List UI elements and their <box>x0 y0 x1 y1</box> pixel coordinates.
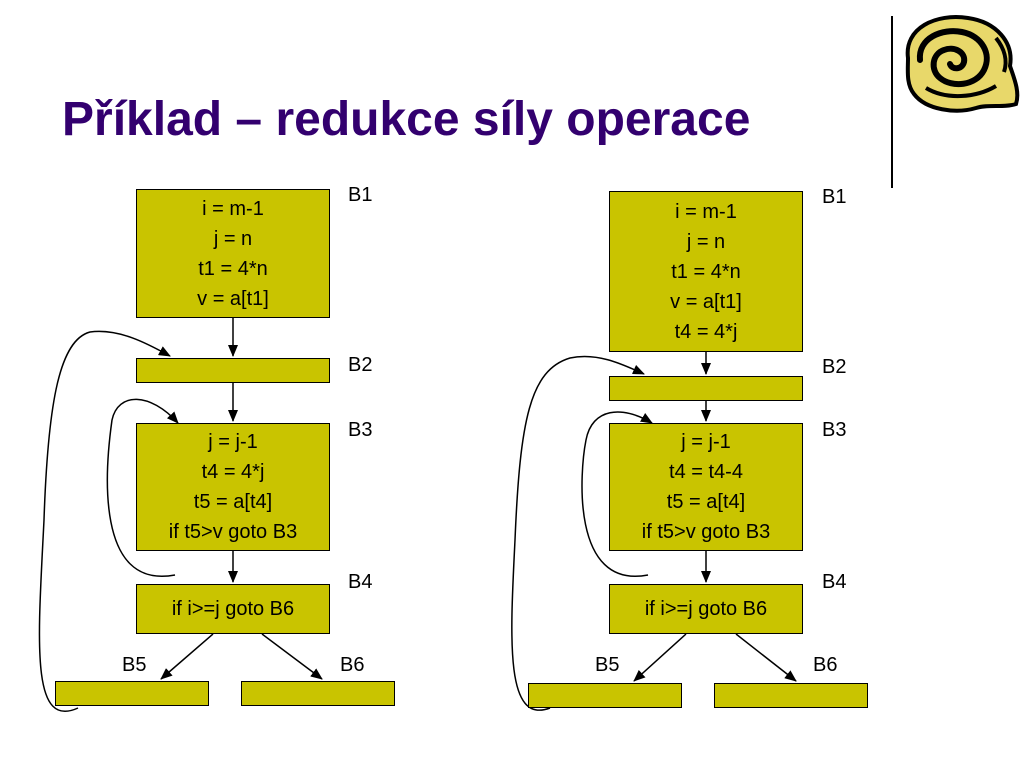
left-label-b2: B2 <box>348 354 373 376</box>
left-label-b4: B4 <box>348 571 373 593</box>
left-block-b2 <box>136 358 330 383</box>
right-label-b6: B6 <box>813 654 838 676</box>
right-block-b5 <box>528 683 682 708</box>
edge-b4-b6-right <box>735 633 797 682</box>
right-b1-line: v = a[t1] <box>670 290 742 313</box>
left-b3-line: t5 = a[t4] <box>193 491 273 513</box>
right-b1-line: t4 = 4*j <box>674 320 738 343</box>
right-b3-line: t5 = a[t4] <box>666 491 746 513</box>
left-label-b1: B1 <box>348 184 373 206</box>
right-b1-line: t1 = 4*n <box>671 260 741 283</box>
left-b1-line: i = m-1 <box>202 197 264 220</box>
page-title: Příklad – redukce síly operace <box>62 93 751 146</box>
right-label-b5: B5 <box>595 654 620 676</box>
right-b3-line: if t5>v goto B3 <box>641 521 771 543</box>
edge-b4-b6 <box>261 633 323 680</box>
left-b1-line: t1 = 4*n <box>198 257 268 280</box>
edge-b5-b2-loop <box>38 330 171 712</box>
right-block-b3: j = j-1 t4 = t4-4 t5 = a[t4] if t5>v got… <box>609 423 803 551</box>
left-block-b4: if i>=j goto B6 <box>136 584 330 634</box>
left-b4-line: if i>=j goto B6 <box>171 598 295 620</box>
left-block-b3: j = j-1 t4 = 4*j t5 = a[t4] if t5>v goto… <box>136 423 330 551</box>
title-divider <box>891 16 893 188</box>
edge-b4-b5 <box>160 633 214 680</box>
left-b1-line: v = a[t1] <box>197 287 269 310</box>
right-label-b1: B1 <box>822 186 847 208</box>
edge-b4-b5-right <box>633 633 687 682</box>
left-label-b3: B3 <box>348 419 373 441</box>
right-label-b2: B2 <box>822 356 847 378</box>
left-block-b6 <box>241 681 395 706</box>
right-b1-line: j = n <box>686 230 726 253</box>
right-block-b6 <box>714 683 868 708</box>
right-b1-line: i = m-1 <box>675 200 737 223</box>
left-block-b5 <box>55 681 209 706</box>
edge-b3-loop <box>106 398 179 578</box>
snail-shell-icon <box>905 15 1020 113</box>
left-b1-line: j = n <box>213 227 253 250</box>
right-block-b4: if i>=j goto B6 <box>609 584 803 634</box>
left-label-b5: B5 <box>122 654 147 676</box>
right-block-b2 <box>609 376 803 401</box>
left-label-b6: B6 <box>340 654 365 676</box>
right-label-b3: B3 <box>822 419 847 441</box>
edge-b5-b2-loop-right <box>511 355 645 711</box>
right-block-b1: i = m-1 j = n t1 = 4*n v = a[t1] t4 = 4*… <box>609 191 803 352</box>
right-b4-line: if i>=j goto B6 <box>644 598 768 620</box>
left-b3-line: if t5>v goto B3 <box>168 521 298 543</box>
right-label-b4: B4 <box>822 571 847 593</box>
right-b3-line: j = j-1 <box>681 431 731 453</box>
right-b3-line: t4 = t4-4 <box>669 461 743 483</box>
left-b3-line: j = j-1 <box>208 431 258 453</box>
edge-b3-loop-right <box>581 411 653 578</box>
left-block-b1: i = m-1 j = n t1 = 4*n v = a[t1] <box>136 189 330 318</box>
left-b3-line: t4 = 4*j <box>201 461 265 483</box>
